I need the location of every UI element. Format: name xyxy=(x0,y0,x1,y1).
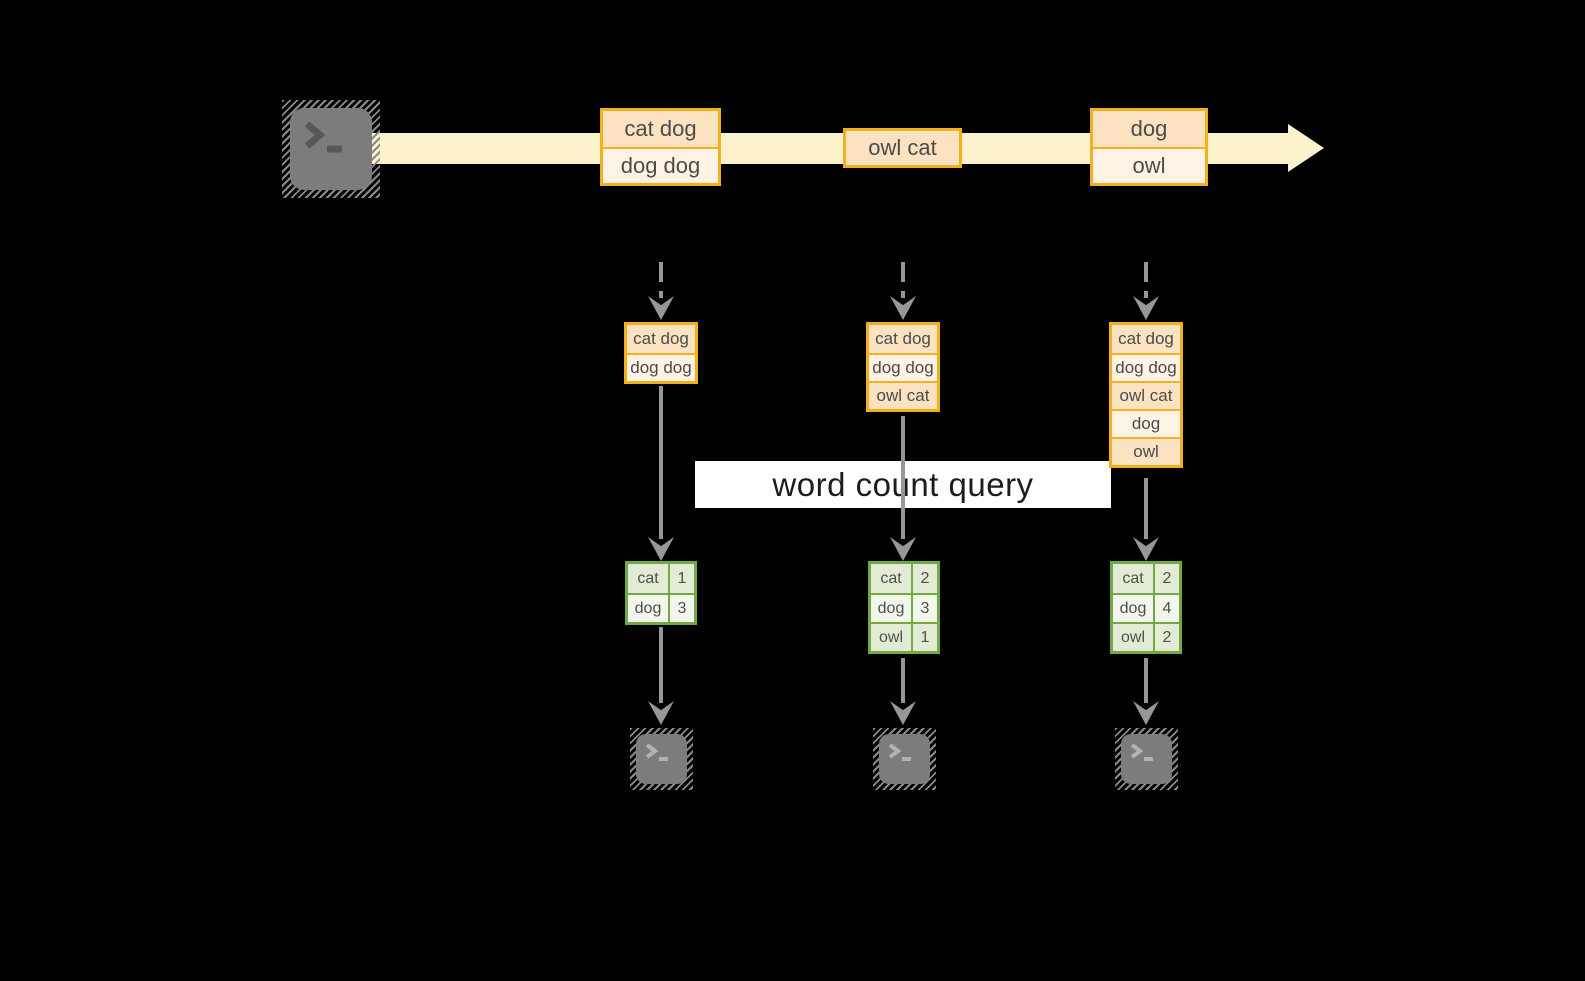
buffer-line: dog dog xyxy=(627,353,695,381)
query-arrow-line xyxy=(659,386,663,539)
buffer-line: owl xyxy=(1112,437,1180,465)
count-table-2: cat 2 dog 3 owl 1 xyxy=(868,561,940,654)
buffer-line: owl cat xyxy=(869,381,937,409)
buffer-stack-3: cat dog dog dog owl cat dog owl xyxy=(1109,322,1183,468)
count-value: 3 xyxy=(677,599,687,617)
output-arrow-head-icon xyxy=(648,701,674,725)
terminal-prompt-icon xyxy=(1130,743,1153,761)
dashed-arrow-line xyxy=(901,262,905,298)
query-arrow-head-icon xyxy=(648,537,674,561)
dashed-arrow-head-icon xyxy=(1133,296,1159,320)
sink-terminal-1 xyxy=(630,728,693,790)
count-word: cat xyxy=(1113,564,1155,593)
terminal-prompt-icon xyxy=(304,121,342,153)
count-word: owl xyxy=(871,624,913,651)
buffer-line: owl cat xyxy=(1112,381,1180,409)
query-arrow-line xyxy=(901,416,905,539)
count-value: 1 xyxy=(677,569,687,587)
terminal-prompt-icon xyxy=(645,743,668,761)
event-line: dog xyxy=(1093,111,1205,147)
source-terminal xyxy=(282,100,380,198)
event-line: owl xyxy=(1093,147,1205,183)
sink-terminal-2 xyxy=(873,728,936,790)
event-line: cat dog xyxy=(603,111,718,147)
dashed-arrow-head-icon xyxy=(890,296,916,320)
stream-band-arrowhead-icon xyxy=(1288,124,1324,172)
query-arrow-line xyxy=(1144,478,1148,539)
count-value: 4 xyxy=(1162,599,1172,617)
count-word: dog xyxy=(871,595,913,622)
event-line: owl cat xyxy=(846,131,959,165)
stream-event-3: dog owl xyxy=(1090,108,1208,186)
count-row: dog 4 xyxy=(1113,593,1179,622)
count-word: dog xyxy=(1113,595,1155,622)
count-value: 1 xyxy=(920,628,930,646)
query-arrow-head-icon xyxy=(890,537,916,561)
output-arrow-head-icon xyxy=(1133,701,1159,725)
buffer-line: dog dog xyxy=(1112,353,1180,381)
terminal-body xyxy=(1121,734,1172,784)
count-value: 3 xyxy=(920,599,930,617)
query-arrow-head-icon xyxy=(1133,537,1159,561)
count-word: owl xyxy=(1113,624,1155,651)
count-word: cat xyxy=(628,564,670,593)
terminal-body xyxy=(636,734,687,784)
buffer-stack-1: cat dog dog dog xyxy=(624,322,698,384)
buffer-line: cat dog xyxy=(627,325,695,353)
buffer-line: cat dog xyxy=(869,325,937,353)
count-row: owl 1 xyxy=(871,622,937,651)
count-word: cat xyxy=(871,564,913,593)
event-line: dog dog xyxy=(603,147,718,183)
sink-terminal-3 xyxy=(1115,728,1178,790)
buffer-stack-2: cat dog dog dog owl cat xyxy=(866,322,940,412)
count-value: 2 xyxy=(1162,628,1172,646)
stream-event-2: owl cat xyxy=(843,128,962,168)
count-row: owl 2 xyxy=(1113,622,1179,651)
count-value: 2 xyxy=(920,569,930,587)
terminal-prompt-icon xyxy=(888,743,911,761)
count-word: dog xyxy=(628,595,670,622)
count-row: dog 3 xyxy=(628,593,694,622)
buffer-line: dog xyxy=(1112,409,1180,437)
terminal-body xyxy=(290,108,372,190)
count-table-1: cat 1 dog 3 xyxy=(625,561,697,625)
dashed-arrow-line xyxy=(659,262,663,298)
buffer-line: cat dog xyxy=(1112,325,1180,353)
buffer-line: dog dog xyxy=(869,353,937,381)
count-row: cat 2 xyxy=(871,564,937,593)
output-arrow-line xyxy=(901,658,905,703)
count-row: cat 2 xyxy=(1113,564,1179,593)
stream-event-1: cat dog dog dog xyxy=(600,108,721,186)
count-row: cat 1 xyxy=(628,564,694,593)
count-row: dog 3 xyxy=(871,593,937,622)
output-arrow-line xyxy=(1144,658,1148,703)
count-table-3: cat 2 dog 4 owl 2 xyxy=(1110,561,1182,654)
dashed-arrow-head-icon xyxy=(648,296,674,320)
output-arrow-head-icon xyxy=(890,701,916,725)
terminal-body xyxy=(879,734,930,784)
output-arrow-line xyxy=(659,627,663,703)
count-value: 2 xyxy=(1162,569,1172,587)
dashed-arrow-line xyxy=(1144,262,1148,298)
